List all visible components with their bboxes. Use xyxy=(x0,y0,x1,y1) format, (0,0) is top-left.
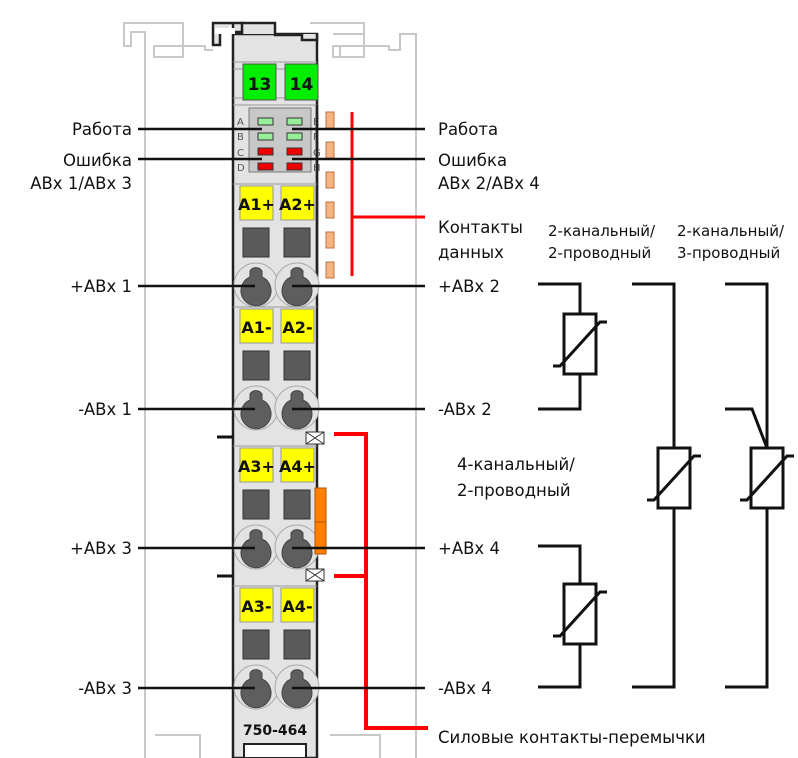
terminal-label: A2- xyxy=(282,318,312,337)
cage-clamp xyxy=(240,669,272,709)
terminal-label: A1+ xyxy=(238,195,275,214)
neighbor-modules xyxy=(123,22,417,758)
terminal-label-box xyxy=(239,447,274,483)
terminal-14-label: 14 xyxy=(290,75,314,95)
mode-2ch-3wire-2: 3-проводный xyxy=(677,244,780,262)
power-jumper-contact xyxy=(314,521,327,555)
data-contacts-bracket xyxy=(350,112,425,276)
led-a-run xyxy=(257,117,274,126)
label-error-left-1: Ошибка xyxy=(63,151,132,170)
led-letter-a: A xyxy=(237,117,244,128)
rtd-sensor-icon xyxy=(647,446,701,510)
terminal-label-box xyxy=(280,185,315,221)
led-h-error xyxy=(286,162,303,171)
terminal-13 xyxy=(242,63,277,101)
led-letter-b: B xyxy=(237,132,244,143)
terminal-label-box xyxy=(280,587,315,623)
label-plus-abx3: +ABx 3 xyxy=(70,539,132,558)
label-plus-abx1: +ABx 1 xyxy=(70,277,132,296)
led-g-error xyxy=(286,147,303,156)
rtd-sensor-icon xyxy=(740,446,794,510)
io-module: 13 14 A B C D E F G H A1+A2+A1-A2- xyxy=(211,21,335,758)
terminal-label: A1- xyxy=(241,318,271,337)
release-button xyxy=(242,350,270,381)
rtd-symbols xyxy=(553,312,794,646)
release-button xyxy=(283,629,311,660)
power-jumpers-bracket xyxy=(334,432,428,730)
cage-clamp xyxy=(240,529,272,569)
terminal-label: A4- xyxy=(282,597,312,616)
led-letter-d: D xyxy=(237,163,245,174)
label-minus-abx3: -ABx 3 xyxy=(78,679,132,698)
mode-2ch-2wire-2: 2-проводный xyxy=(548,244,651,262)
cage-clamp xyxy=(240,267,272,307)
mode-2ch-3wire-1: 2-канальный/ xyxy=(677,222,785,240)
mode-4ch-2wire-2: 2-проводный xyxy=(457,481,571,500)
cage-clamp xyxy=(240,390,272,430)
data-contacts xyxy=(325,111,335,279)
mode-4ch-2wire-1: 4-канальный/ xyxy=(457,455,575,474)
terminal-label: A3- xyxy=(241,597,271,616)
led-b-run xyxy=(257,132,274,141)
rtd-sensor-icon xyxy=(553,582,607,646)
label-run-left: Работа xyxy=(72,120,132,139)
label-error-right-2: ABx 2/ABx 4 xyxy=(438,174,540,193)
led-d-error xyxy=(257,162,274,171)
led-letter-c: C xyxy=(237,148,244,159)
label-data-contacts-2: данных xyxy=(438,243,504,262)
release-button xyxy=(283,489,311,520)
release-button xyxy=(283,227,311,258)
label-minus-abx4: -ABx 4 xyxy=(438,679,492,698)
label-minus-abx1: -ABx 1 xyxy=(78,400,132,419)
terminal-label-box xyxy=(280,447,315,483)
jumper-marker-bottom xyxy=(305,568,325,582)
jumper-marker-top xyxy=(305,431,325,445)
label-minus-abx2: -ABx 2 xyxy=(438,400,492,419)
release-button xyxy=(242,227,270,258)
power-jumper-contact xyxy=(314,487,327,525)
sensor-circuits xyxy=(538,282,769,689)
label-error-right-1: Ошибка xyxy=(438,151,507,170)
led-c-error xyxy=(257,147,274,156)
leader-lines xyxy=(138,127,425,690)
terminal-label-box xyxy=(239,308,274,344)
rtd-sensor-icon xyxy=(553,312,607,376)
release-button xyxy=(242,489,270,520)
terminal-label-box xyxy=(239,587,274,623)
terminal-13-label: 13 xyxy=(248,75,272,95)
label-plus-abx4: +ABx 4 xyxy=(438,539,500,558)
terminal-label: A3+ xyxy=(238,457,275,476)
led-e-run xyxy=(286,117,303,126)
label-plus-abx2: +ABx 2 xyxy=(438,277,500,296)
label-error-left-2: ABx 1/ABx 3 xyxy=(30,174,132,193)
label-run-right: Работа xyxy=(438,120,498,139)
mode-2ch-2wire-1: 2-канальный/ xyxy=(548,222,656,240)
label-power-jumpers: Силовые контакты-перемычки xyxy=(438,728,706,747)
label-data-contacts-1: Контакты xyxy=(438,218,523,237)
terminal-label: A2+ xyxy=(279,195,316,214)
terminal-label-box xyxy=(280,308,315,344)
terminal-label: A4+ xyxy=(279,457,316,476)
release-button xyxy=(242,629,270,660)
terminal-14 xyxy=(284,63,319,101)
led-f-run xyxy=(286,132,303,141)
terminal-label-box xyxy=(239,185,274,221)
part-number: 750-464 xyxy=(243,723,308,739)
release-button xyxy=(283,350,311,381)
